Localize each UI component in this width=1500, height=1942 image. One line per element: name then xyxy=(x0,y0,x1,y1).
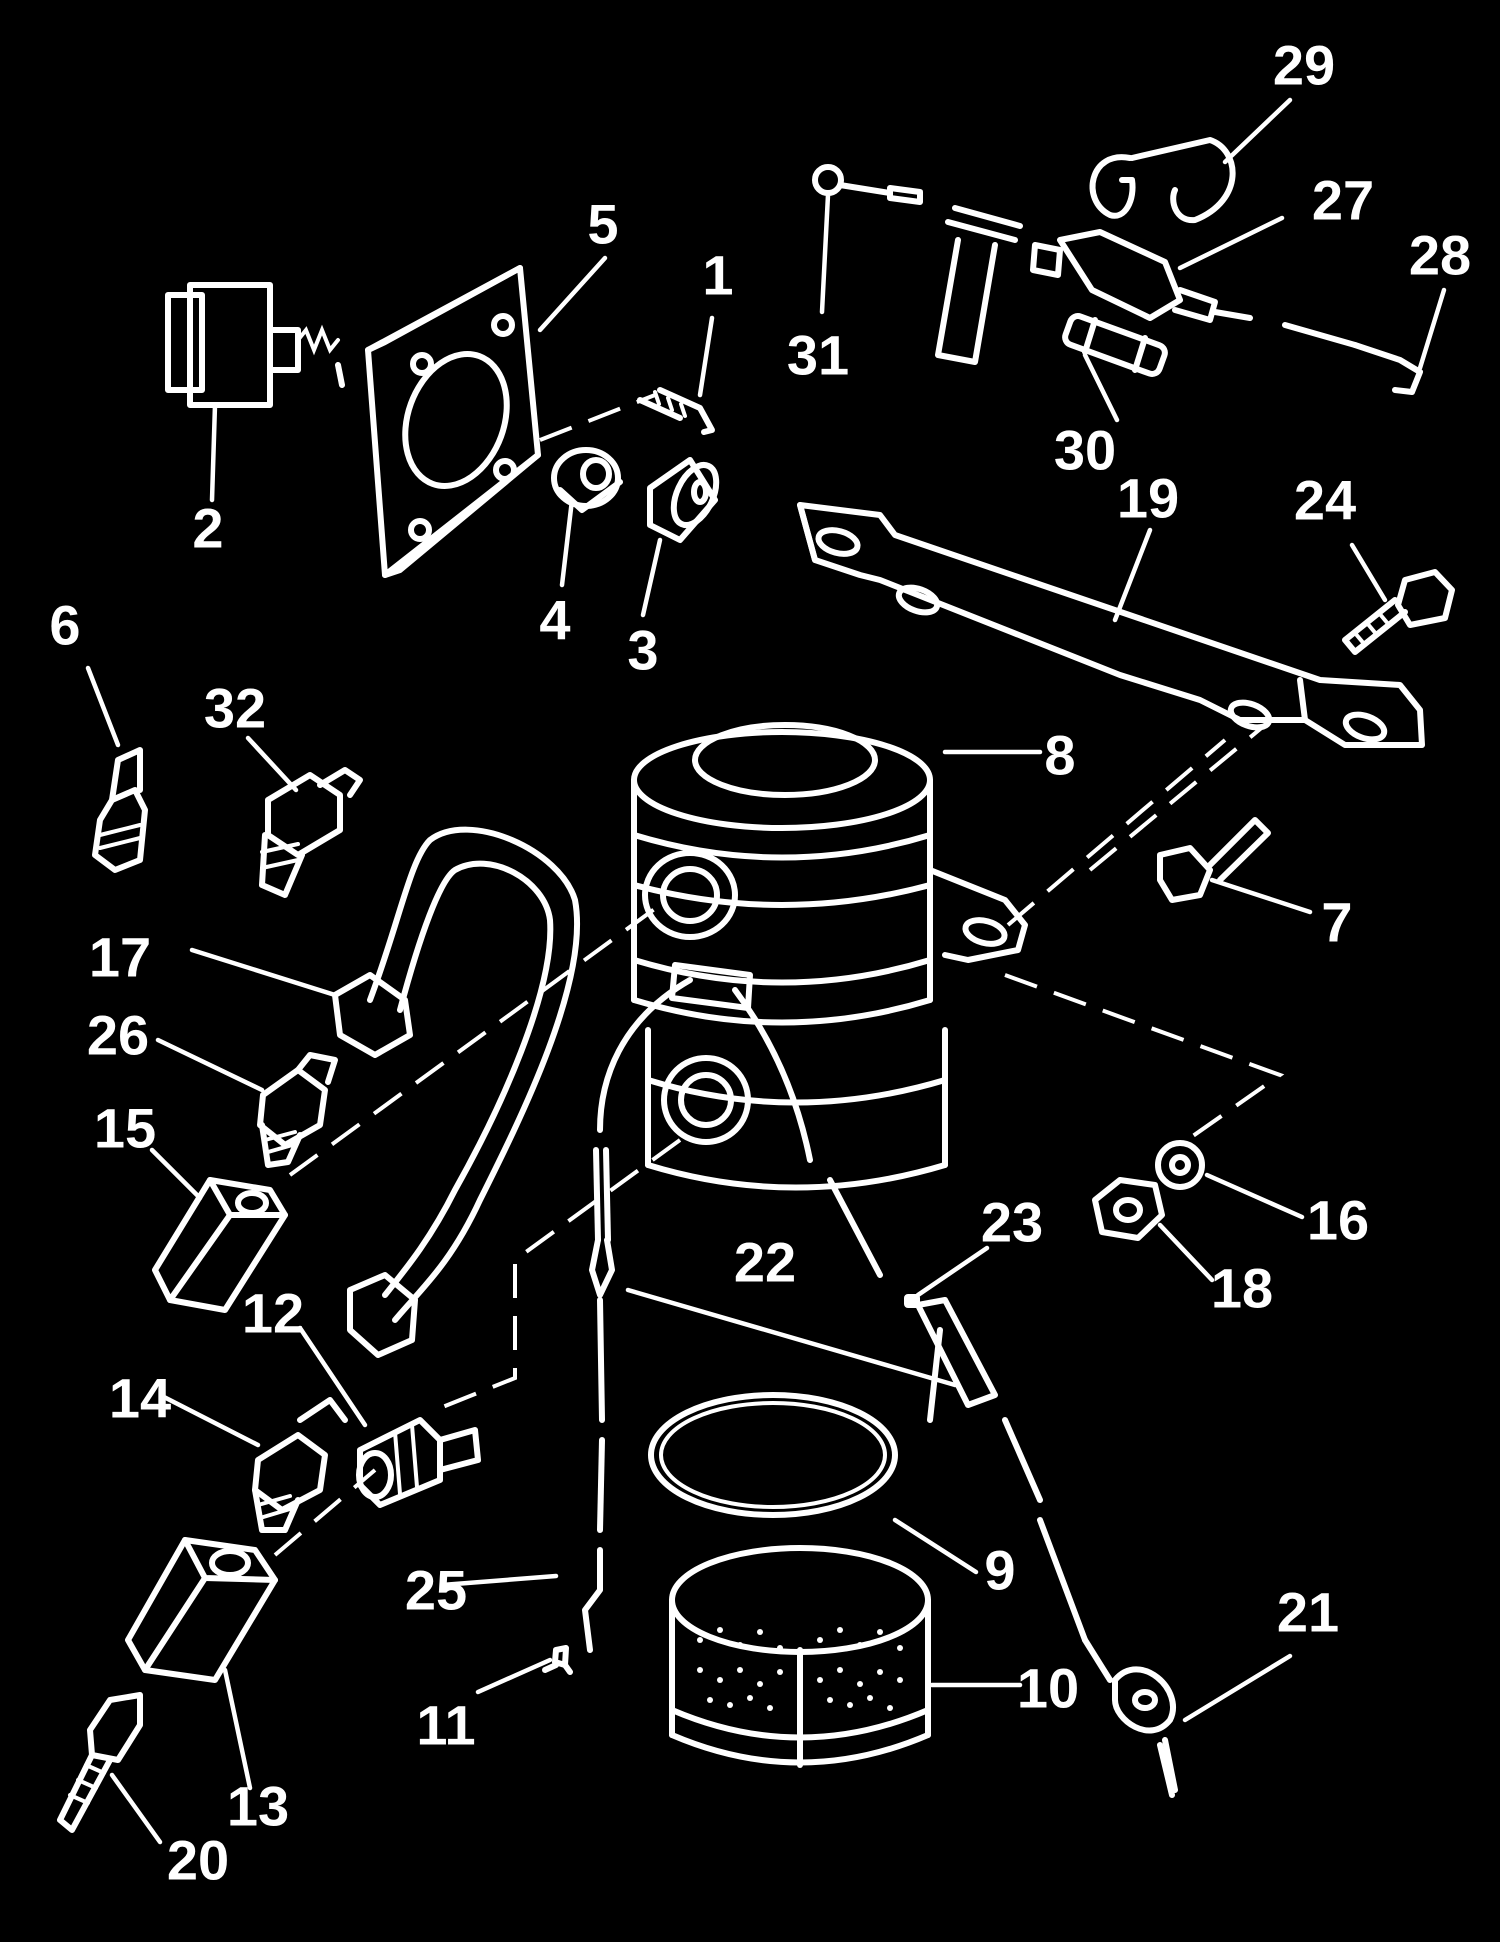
callout-labels: 1 2 3 4 5 6 7 8 9 10 11 12 13 14 15 16 1… xyxy=(49,34,1471,1892)
callout-13: 13 xyxy=(227,1775,289,1838)
part-fitting-6 xyxy=(92,747,148,873)
callout-20: 20 xyxy=(167,1829,229,1892)
part-pump-body xyxy=(631,722,1028,1191)
callout-29: 29 xyxy=(1273,34,1335,97)
part-wire-terminal xyxy=(1282,322,1423,395)
part-wire-ring-terminal xyxy=(812,164,923,205)
part-fitting-12 xyxy=(356,1417,481,1508)
part-fuse-holder xyxy=(935,205,1023,365)
callout-8: 8 xyxy=(1044,724,1075,787)
assembly-lines xyxy=(273,393,1285,1557)
callout-15: 15 xyxy=(94,1097,156,1160)
callout-3: 3 xyxy=(627,619,658,682)
part-bolt-upper xyxy=(1342,569,1455,655)
part-switch xyxy=(165,282,345,408)
callout-4: 4 xyxy=(539,589,570,652)
part-fuse xyxy=(1062,313,1168,377)
callout-17: 17 xyxy=(89,926,151,989)
part-hook xyxy=(1089,137,1236,224)
part-screw xyxy=(637,387,715,435)
part-bolt-lower xyxy=(1157,817,1271,903)
part-fuel-line xyxy=(332,826,581,1358)
part-fitting-32 xyxy=(259,767,363,898)
part-fitting-26 xyxy=(257,1052,338,1168)
callout-11: 11 xyxy=(416,1694,475,1757)
callout-25: 25 xyxy=(405,1559,467,1622)
callout-2: 2 xyxy=(192,497,223,560)
callout-10: 10 xyxy=(1017,1657,1079,1720)
part-filter-screen xyxy=(669,1545,931,1768)
part-fitting-20 xyxy=(57,1692,143,1833)
callout-30: 30 xyxy=(1054,419,1116,482)
part-elbow-block xyxy=(152,1177,288,1313)
part-washer xyxy=(1155,1140,1205,1190)
callout-27: 27 xyxy=(1312,169,1374,232)
callout-12: 12 xyxy=(242,1282,304,1345)
callout-9: 9 xyxy=(984,1539,1015,1602)
part-fitting-14 xyxy=(252,1397,348,1533)
callout-22: 22 xyxy=(734,1231,796,1294)
part-wires xyxy=(542,977,1178,1798)
callout-31: 31 xyxy=(787,324,849,387)
callout-21: 21 xyxy=(1277,1581,1339,1644)
callout-23: 23 xyxy=(981,1191,1043,1254)
part-o-ring xyxy=(648,1392,898,1518)
callout-18: 18 xyxy=(1211,1257,1273,1320)
callout-24: 24 xyxy=(1294,469,1356,532)
part-hex-block xyxy=(125,1537,278,1683)
callout-28: 28 xyxy=(1409,224,1471,287)
callout-26: 26 xyxy=(87,1004,149,1067)
part-lock-nut xyxy=(1092,1177,1165,1241)
callout-16: 16 xyxy=(1307,1189,1369,1252)
callout-32: 32 xyxy=(204,677,266,740)
callout-19: 19 xyxy=(1117,467,1179,530)
callout-6: 6 xyxy=(49,594,80,657)
part-splice xyxy=(904,1294,920,1308)
callout-5: 5 xyxy=(587,193,618,256)
part-mounting-plate xyxy=(365,265,541,578)
callout-7: 7 xyxy=(1321,891,1352,954)
leader-lines xyxy=(85,97,1447,1845)
part-bracket xyxy=(797,502,1425,748)
part-nut xyxy=(551,447,623,513)
part-inline-fuse-holder xyxy=(1030,229,1253,323)
callout-1: 1 xyxy=(702,244,733,307)
part-knob xyxy=(647,457,720,543)
callout-14: 14 xyxy=(109,1367,171,1430)
